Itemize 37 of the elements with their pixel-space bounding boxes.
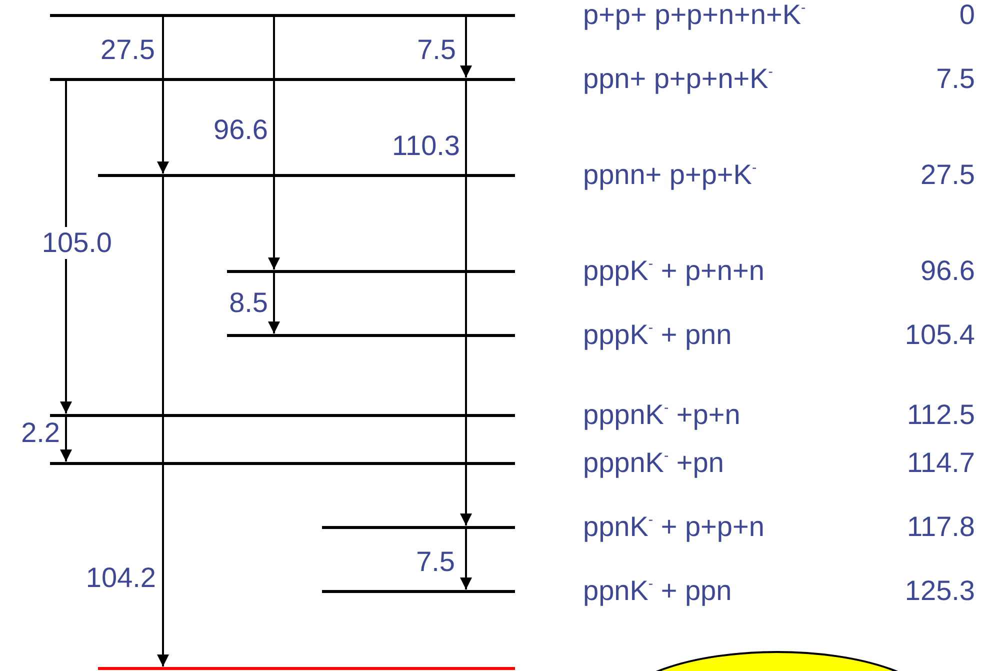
state-label: pppK$^{-}$ + p+n+n [583,255,764,288]
energy-value: 0 [959,0,975,31]
arrow [268,272,280,334]
energy-level-line [322,526,515,528]
state-label: pppK$^{-}$ + pnn [583,319,732,352]
state-label: ppnK$^{-}$ + ppn [583,575,732,608]
state-label: ppnn+ p+p+K$^{-}$ [583,159,757,192]
energy-value: 96.6 [920,255,975,287]
energy-level-line [50,78,515,80]
arrow [60,80,72,414]
energy-level-line [98,666,515,670]
arrow [60,416,72,462]
energy-level-line [50,414,515,416]
energy-level-line [322,590,515,592]
energy-level-line [227,334,515,336]
arrow [268,16,280,270]
energy-level-line [227,270,515,272]
energy-level-line [98,174,515,176]
energy-level-line [50,14,515,16]
state-label: pppnK$^{-}$ +pn [583,447,724,480]
energy-value: 7.5 [936,63,975,95]
arrow [157,176,169,666]
state-label: ppn+ p+p+n+K$^{-}$ [583,63,773,96]
state-label: pppnK$^{-}$ +p+n [583,399,740,432]
state-label: ppnK$^{-}$ + p+p+n [583,511,764,544]
energy-value: 105.4 [904,319,975,351]
state-label: p+p+ p+p+n+n+K$^{-}$ [583,0,806,32]
arrow [460,16,472,78]
energy-value: 27.5 [920,159,975,191]
energy-level-line [50,462,515,464]
arrow [460,528,472,590]
energy-value: 114.7 [907,447,975,479]
arrow [460,80,472,526]
energy-value: 112.5 [907,399,975,431]
energy-value: 125.3 [904,575,975,607]
arrow [157,16,169,174]
energy-value: 117.8 [907,511,975,543]
